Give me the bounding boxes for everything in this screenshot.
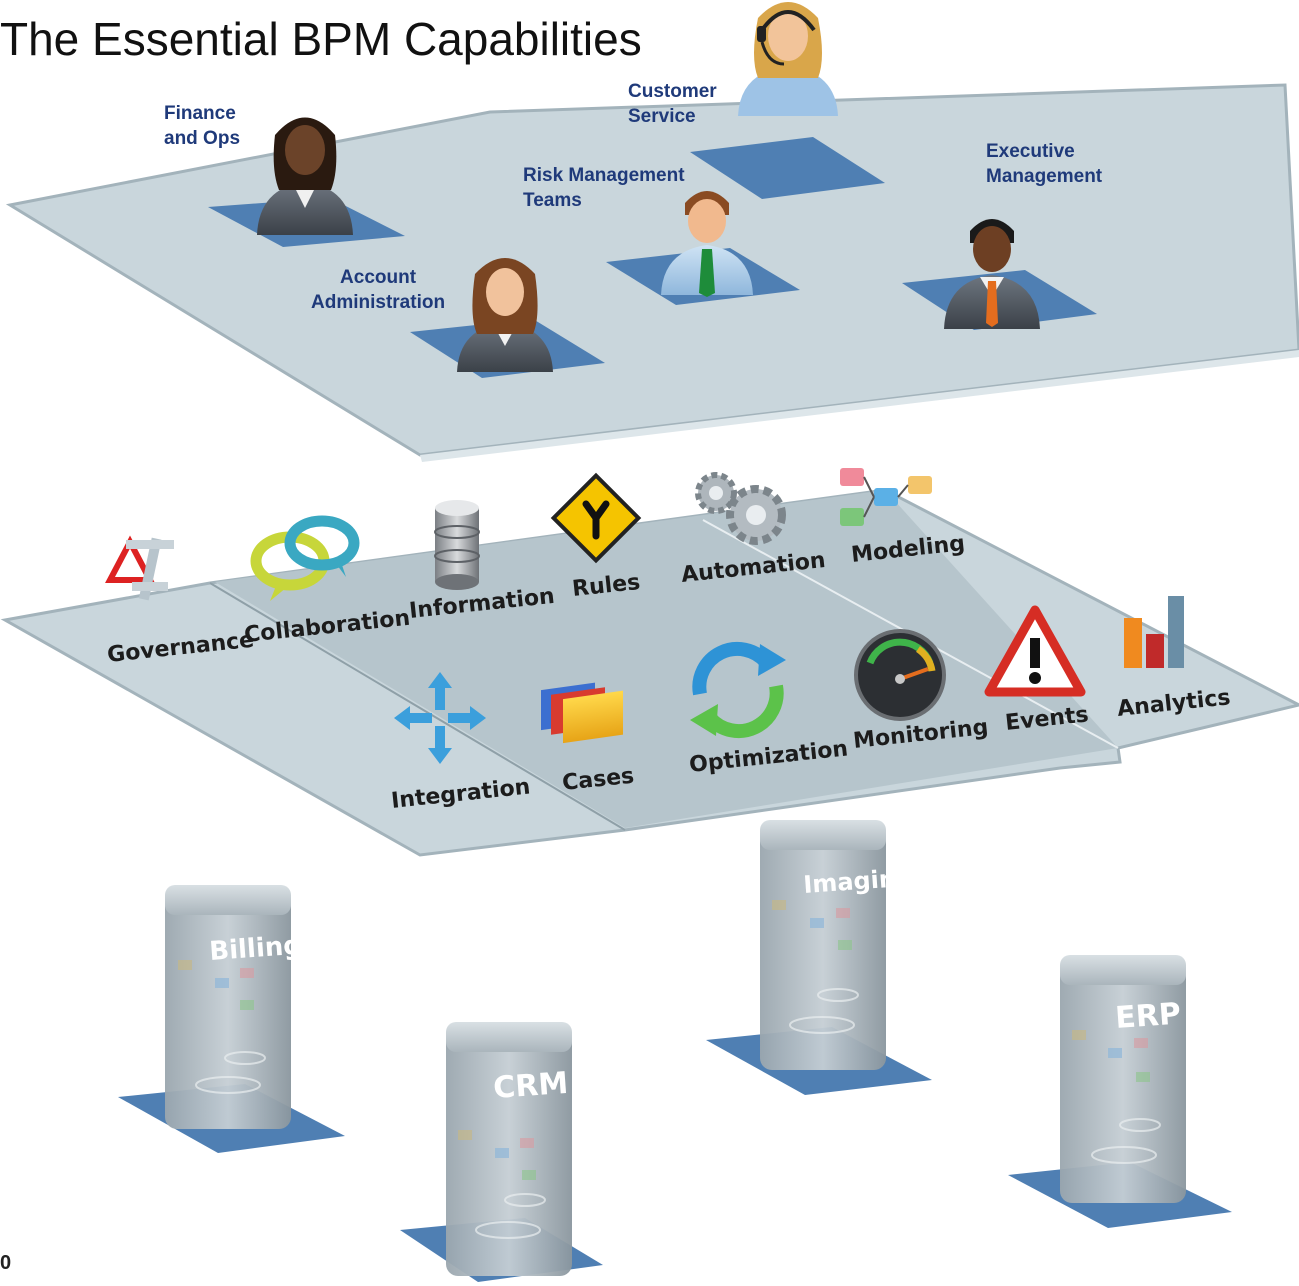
gauge-icon — [854, 629, 946, 721]
gears-icon — [695, 472, 786, 545]
collaboration-icon — [250, 515, 360, 601]
database-icon — [434, 500, 480, 590]
avatar-executive-icon — [944, 219, 1040, 329]
avatar-finance-icon — [257, 117, 353, 235]
server-erp — [1008, 955, 1232, 1228]
system-label-billing: Billing — [208, 931, 302, 967]
page-number: 0 — [0, 1252, 12, 1274]
warning-icon — [984, 605, 1086, 697]
role-label-risk-management: Risk Management Teams — [523, 165, 685, 211]
pad-customer-service — [690, 137, 885, 199]
system-label-crm: CRM — [492, 1066, 569, 1106]
role-label-customer-service: Customer Service — [628, 81, 717, 127]
fork-sign-icon — [550, 472, 642, 564]
server-crm — [400, 1022, 603, 1282]
bar-chart-icon — [1124, 596, 1184, 668]
role-label-executive: Executive Management — [986, 141, 1103, 187]
avatar-account-icon — [457, 258, 553, 372]
folders-icon — [541, 682, 623, 744]
title: The Essential BPM Capabilities — [0, 13, 642, 65]
refresh-cycle-icon — [690, 642, 786, 738]
avatar-risk-icon — [661, 191, 753, 297]
system-label-erp: ERP — [1114, 996, 1182, 1035]
avatar-customer-service-icon — [738, 2, 838, 116]
server-billing — [118, 885, 345, 1153]
arrows-converge-icon — [394, 672, 486, 764]
role-label-finance: Finance and Ops — [164, 103, 241, 149]
governance-icon — [105, 535, 174, 601]
role-label-account: Account Administration — [311, 267, 446, 313]
flowchart-icon — [840, 468, 932, 526]
capabilities-platform — [0, 488, 1299, 857]
server-imaging — [706, 820, 932, 1095]
